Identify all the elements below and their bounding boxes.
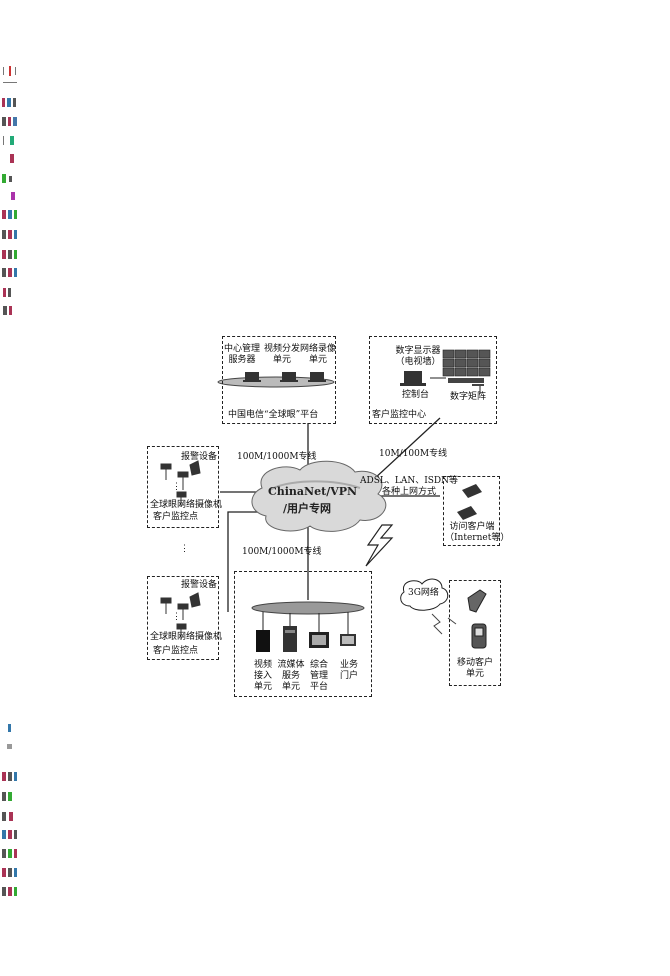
network-recorder-label: 网络录像 单元 — [299, 344, 336, 365]
client-center-box — [369, 336, 497, 424]
margin-artifacts-top — [0, 62, 22, 322]
site1-camera-label: 全球眼网络摄像机 — [150, 500, 223, 510]
video-wall-icon — [442, 349, 491, 377]
cloud-shape — [251, 460, 387, 532]
cloud-title: ChinaNet/VPN — [268, 485, 358, 498]
artifact-marks-bottom — [2, 724, 17, 896]
site2-camera-icons — [160, 592, 201, 640]
display-label: 数字显示器 （电视墙） — [395, 346, 441, 367]
sites-ellipsis: ⋮ — [180, 544, 189, 554]
network-3g-label: 3G网络 — [408, 588, 439, 598]
portal-label: 业务 门户 — [339, 660, 358, 681]
site2-camera-label: 全球眼网络摄像机 — [150, 632, 223, 642]
laptop-icons — [457, 484, 482, 520]
link-client-label: 10M/100M专线 — [379, 449, 448, 459]
matrix-label: 数字矩阵 — [450, 392, 487, 402]
cloud-3g-shape — [400, 578, 449, 611]
central-server-label: 中心管理 服务器 — [223, 344, 260, 365]
mobile-label: 移动客户 单元 — [456, 658, 493, 679]
visitor-box — [443, 476, 500, 546]
bottom-device-icons — [256, 626, 356, 652]
mobile-phone-icons — [467, 589, 487, 649]
site1-box — [147, 446, 219, 528]
cloud-subtitle: /用户专网 — [283, 502, 332, 515]
artifact-marks-top — [2, 66, 17, 315]
link-site2 — [227, 511, 264, 612]
bottom-platform-ellipse — [251, 601, 365, 615]
site1-point-label: 客户监控点 — [153, 512, 199, 522]
video-access-label: 视频 接入 单元 — [253, 660, 272, 692]
site1-camera-icons — [160, 460, 201, 507]
visitor-label: 访问客户端 （Internet等） — [445, 522, 510, 543]
video-dist-label: 视频分发 单元 — [263, 344, 300, 365]
management-label: 综合 管理 平台 — [309, 660, 328, 692]
link-bottom-label: 100M/1000M专线 — [242, 547, 322, 557]
platform-caption: 中国电信“全球眼”平台 — [228, 410, 319, 420]
matrix-icon — [448, 378, 484, 386]
streaming-label: 流媒体 服务 单元 — [277, 660, 305, 692]
top-server-icons — [243, 372, 326, 382]
platform-box — [222, 336, 336, 424]
site1-ellipsis: ⋮ — [172, 482, 181, 492]
link-top-label: 100M/1000M专线 — [237, 452, 317, 462]
adsl-label: ADSL、LAN、ISDN等 各种上网方式 — [360, 476, 459, 497]
site1-alarm-label: 报警设备 — [181, 452, 218, 462]
site2-alarm-label: 报警设备 — [181, 580, 218, 590]
service-box — [234, 571, 372, 697]
mobile-box — [449, 580, 501, 686]
site2-box — [147, 576, 219, 660]
lightning-icon — [365, 524, 394, 567]
site2-ellipsis: ⋮ — [172, 612, 181, 622]
client-center-caption: 客户监控中心 — [372, 410, 427, 420]
site2-point-label: 客户监控点 — [153, 646, 199, 656]
console-label: 控制台 — [402, 390, 430, 400]
margin-artifacts-bottom — [0, 722, 22, 902]
console-icon — [400, 371, 426, 386]
